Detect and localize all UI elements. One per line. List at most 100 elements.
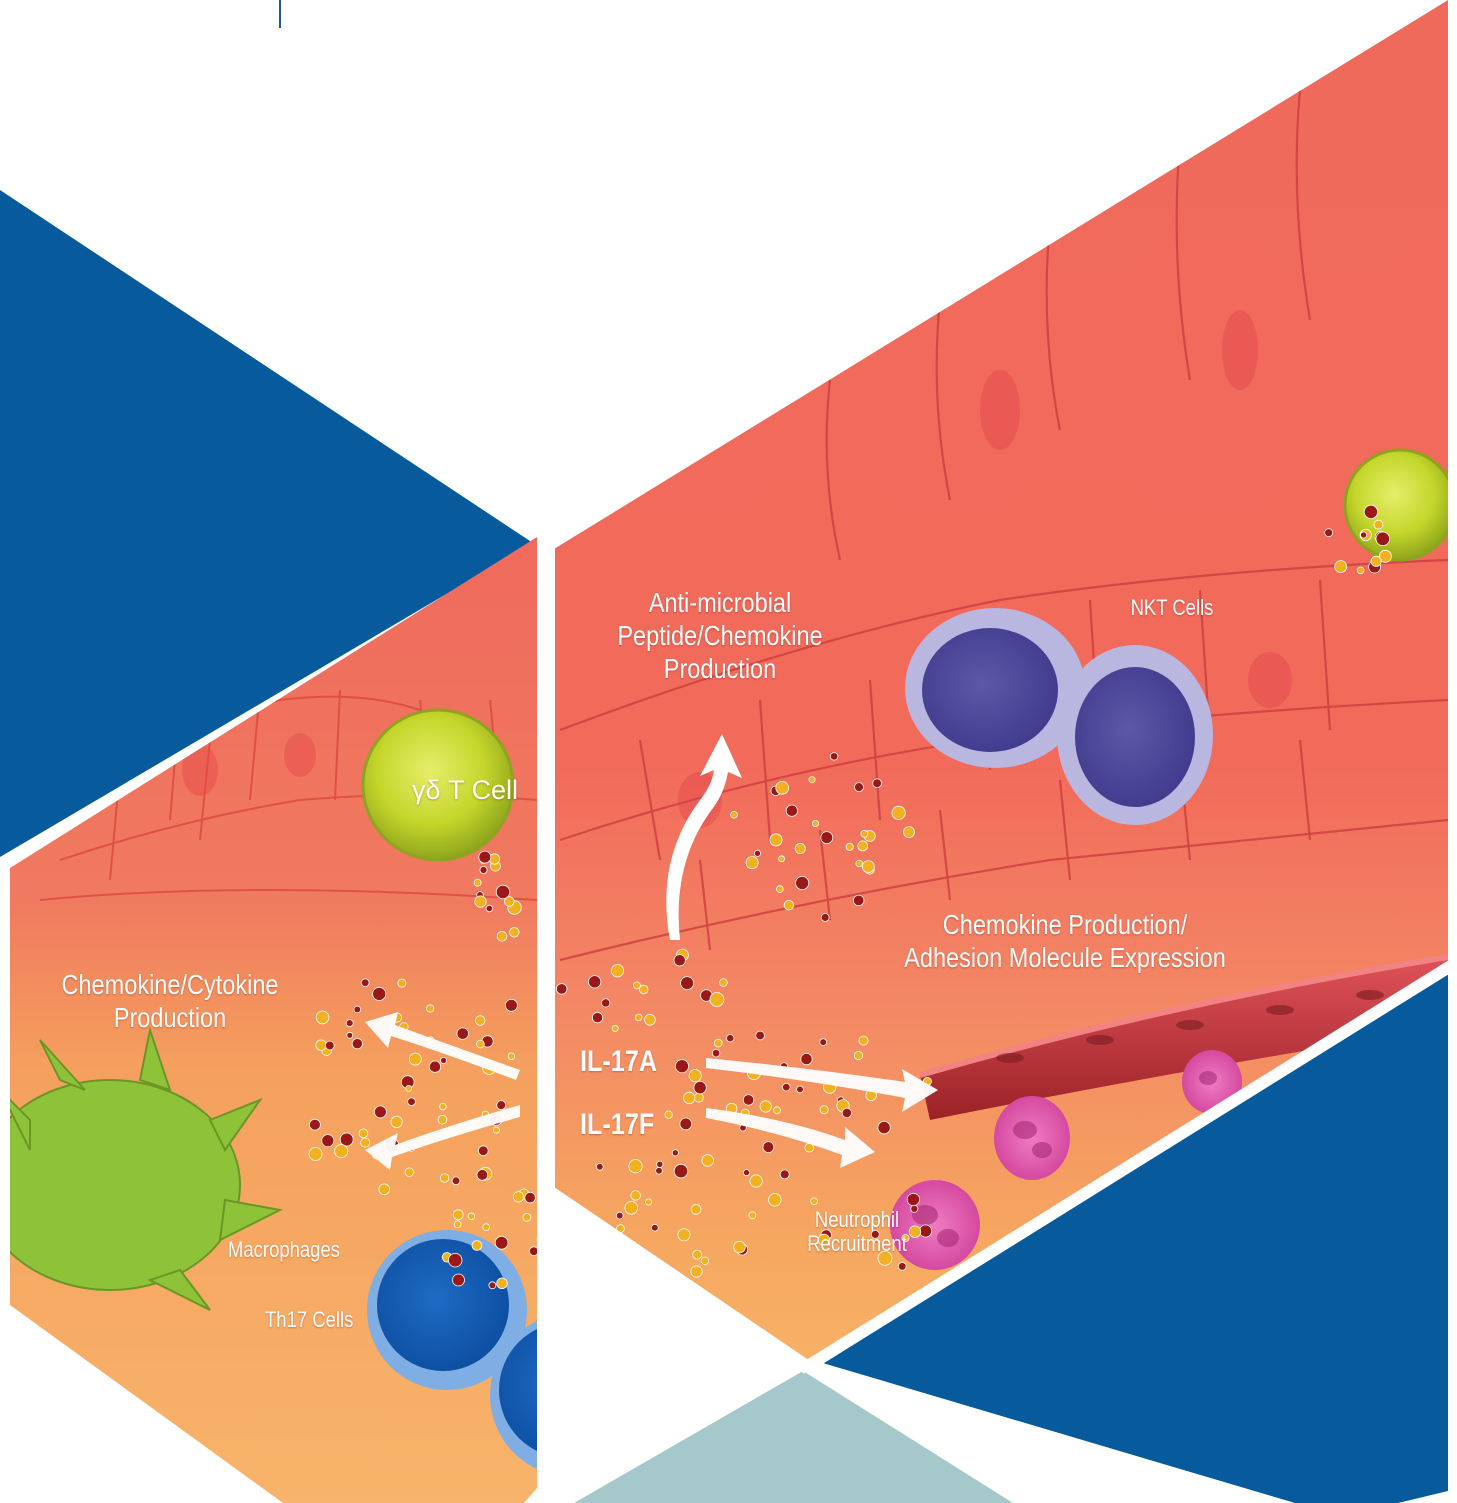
cytokine-particle [398, 979, 406, 987]
cytokine-particle [861, 830, 868, 837]
label-line: Production [44, 1001, 296, 1034]
cytokine-particle [856, 860, 863, 867]
cytokine-particle [616, 1212, 623, 1219]
cytokine-particle [440, 1103, 447, 1110]
cytokine-particle [454, 1221, 461, 1228]
cytokine-particle [821, 914, 829, 922]
cytokine-particle [714, 1039, 722, 1047]
cytokine-particle [497, 1278, 508, 1289]
cytokine-particle [786, 805, 797, 816]
cytokine-particle [361, 979, 369, 987]
cytokine-particle [651, 1224, 658, 1231]
cytokine-particle [325, 1041, 334, 1050]
cytokine-particle [1325, 529, 1333, 537]
cytokine-particle [776, 781, 789, 794]
cytokine-particle [448, 1253, 462, 1267]
cytokine-particle [560, 1225, 568, 1233]
cytokine-particle [684, 1092, 695, 1103]
label-line: Chemokine Production/ [889, 908, 1242, 941]
cytokine-particle [820, 1039, 827, 1046]
cytokine-particle [743, 1170, 749, 1176]
cytokine-particle [475, 896, 486, 907]
cytokine-particle [821, 832, 833, 844]
cytokine-particle [441, 1057, 447, 1063]
cytokine-particle [373, 987, 386, 1000]
cytokine-particle [478, 1146, 488, 1156]
cytokine-particle [702, 1155, 714, 1167]
cytokine-particle [406, 1085, 412, 1091]
cytokine-particle [898, 1263, 906, 1271]
cytokine-particle [316, 1040, 327, 1051]
cytokine-particle [480, 866, 487, 873]
cytokine-particle [438, 1115, 447, 1124]
label-th17-cells: Th17 Cells [265, 1307, 353, 1333]
cytokine-particle [379, 1184, 390, 1195]
cytokine-particle [873, 779, 882, 788]
cytokine-particle [427, 1005, 434, 1012]
cytokine-particle [631, 1191, 641, 1201]
cytokine-particle [513, 1192, 523, 1202]
cytokine-particle [859, 1036, 868, 1045]
label-line: Peptide/Chemokine [586, 619, 855, 652]
label-chemokine-cytokine: Chemokine/Cytokine Production [44, 968, 296, 1034]
cytokine-particle [489, 1282, 496, 1289]
cytokine-particle [795, 843, 805, 853]
cytokine-particle [656, 1167, 663, 1174]
cytokine-particle [359, 1129, 368, 1138]
cytokine-particle [537, 1235, 547, 1245]
cytokine-particle [853, 895, 864, 906]
cytokine-particle [720, 979, 728, 987]
cytokine-particle [440, 1174, 449, 1183]
cytokine-particle [468, 1213, 475, 1220]
cytokine-particle [352, 1039, 362, 1049]
cytokine-particle [780, 1170, 789, 1179]
cytokine-particle [590, 1242, 598, 1250]
cytokine-particle [770, 834, 782, 846]
cytokine-particle [680, 1118, 692, 1130]
cytokine-particle [665, 1111, 672, 1118]
cytokine-particle [611, 965, 623, 977]
cytokine-particle [701, 1257, 709, 1265]
label-nkt-cells: NKT Cells [1105, 595, 1239, 621]
label-line: Chemokine/Cytokine [44, 968, 296, 1001]
cytokine-particle [689, 1070, 701, 1082]
label-line: Recruitment [794, 1232, 920, 1256]
cytokine-particle [1376, 532, 1390, 546]
cytokine-particle [354, 1006, 361, 1013]
cytokine-particle [842, 1108, 851, 1117]
cytokine-particle [784, 900, 794, 910]
label-gd-t-cell: γδ T Cell [380, 774, 550, 807]
label-chemokine-adhesion: Chemokine Production/ Adhesion Molecule … [889, 908, 1242, 974]
cytokine-particle [1361, 532, 1367, 538]
cytokine-particle [316, 1011, 329, 1024]
cytokine-particle [479, 851, 491, 863]
cytokine-particle [779, 856, 785, 862]
cytokine-particle [691, 1205, 701, 1215]
cytokine-particle [556, 984, 567, 995]
cytokine-particle [674, 955, 685, 966]
cytokine-particle [756, 1031, 765, 1040]
cytokine-particle [801, 1053, 812, 1064]
cytokine-particle [809, 777, 815, 783]
cytokine-particle [589, 976, 601, 988]
cytokine-particle [635, 1014, 642, 1021]
cytokine-particle [629, 1160, 642, 1173]
cytokine-particle [505, 999, 517, 1011]
cytokine-particle [1374, 520, 1383, 529]
cytokine-particle [452, 1177, 460, 1185]
cytokine-particle [746, 857, 758, 869]
cytokine-particle [754, 850, 760, 856]
cytokine-particle [612, 1025, 618, 1031]
cytokine-particle [1364, 505, 1377, 518]
cytokine-particle [408, 1098, 416, 1106]
cytokine-particle [646, 1199, 652, 1205]
cytokine-particle [904, 827, 915, 838]
cytokine-particle [483, 1224, 490, 1231]
cytokine-particle [693, 1250, 702, 1259]
cytokine-particle [529, 1247, 538, 1256]
cytokine-particle [675, 1060, 688, 1073]
cytokine-particle [731, 811, 738, 818]
cytokine-particle [505, 897, 515, 907]
label-macrophages: Macrophages [228, 1237, 340, 1263]
